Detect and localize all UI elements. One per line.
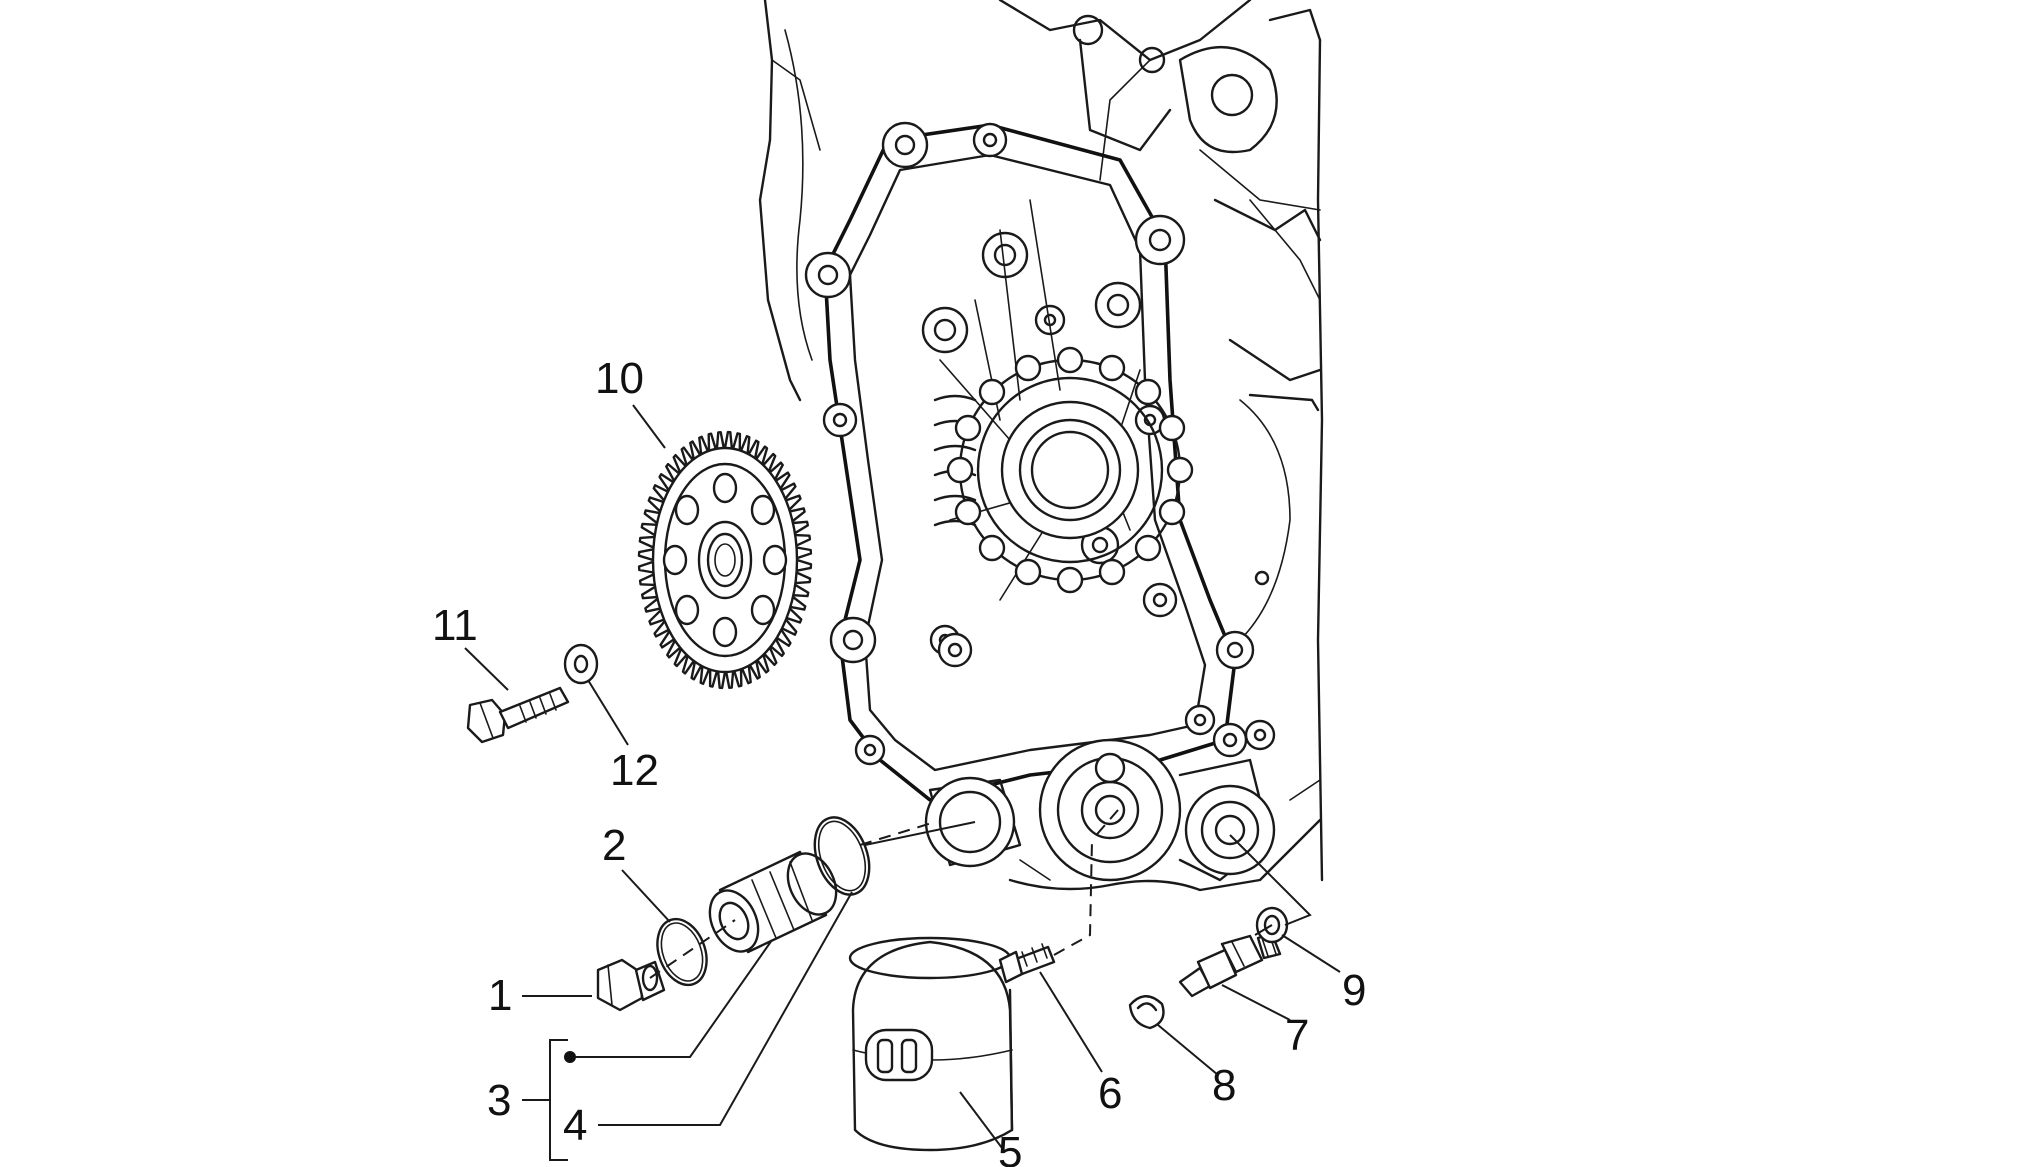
main-bearing-housing: [958, 358, 1182, 582]
leader-2: [621, 869, 671, 923]
callout-1: 1: [488, 971, 512, 1020]
assembly-lines: [649, 809, 1312, 979]
leader-11: [464, 647, 509, 691]
leader-8: [1157, 1024, 1219, 1076]
oil-filter-cartridge: [848, 936, 1014, 1152]
callout-9: 9: [1342, 966, 1366, 1015]
oil-pressure-switch: [1178, 932, 1282, 998]
filter-stud: [998, 943, 1056, 984]
callout-10: 10: [595, 354, 644, 403]
bearing-housing-teeth: [946, 346, 1194, 594]
o-ring: [656, 917, 708, 987]
leader-6: [1039, 971, 1103, 1073]
starter-gear: [637, 430, 813, 690]
leader-filter-screen: [576, 939, 773, 1058]
callout-5: 5: [998, 1128, 1022, 1167]
callout-7: 7: [1285, 1011, 1309, 1060]
o-ring-large: [813, 816, 871, 896]
leader-10: [632, 404, 666, 449]
bolt: [466, 686, 570, 744]
case-ports: [924, 704, 1322, 892]
gear-lightening-holes: [662, 472, 788, 648]
callout-3: 3: [487, 1076, 511, 1125]
callout-8: 8: [1212, 1061, 1236, 1110]
clip: [1128, 995, 1165, 1030]
callout-12: 12: [610, 746, 659, 795]
leader-4: [598, 891, 853, 1126]
washer: [563, 643, 599, 685]
leader-12: [587, 679, 629, 746]
filter-grip-icon: [864, 1028, 934, 1082]
case-interior-bosses: [921, 281, 1178, 668]
callout-6: 6: [1098, 1069, 1122, 1118]
callout-11: 11: [432, 601, 478, 650]
engine-crankcase: [758, 0, 1324, 892]
callout-4: 4: [563, 1101, 587, 1150]
leader-7: [1221, 984, 1291, 1021]
leader-dot: [564, 1051, 576, 1063]
leader-lines: [464, 404, 1341, 1161]
callout-labels: 10 11 12 2 1 3 4 5 6 8 7 9: [432, 354, 1366, 1167]
leader-5: [959, 1091, 1003, 1149]
drain-plug: [596, 958, 666, 1012]
callout-2: 2: [602, 821, 626, 870]
leader-9: [1281, 934, 1341, 973]
